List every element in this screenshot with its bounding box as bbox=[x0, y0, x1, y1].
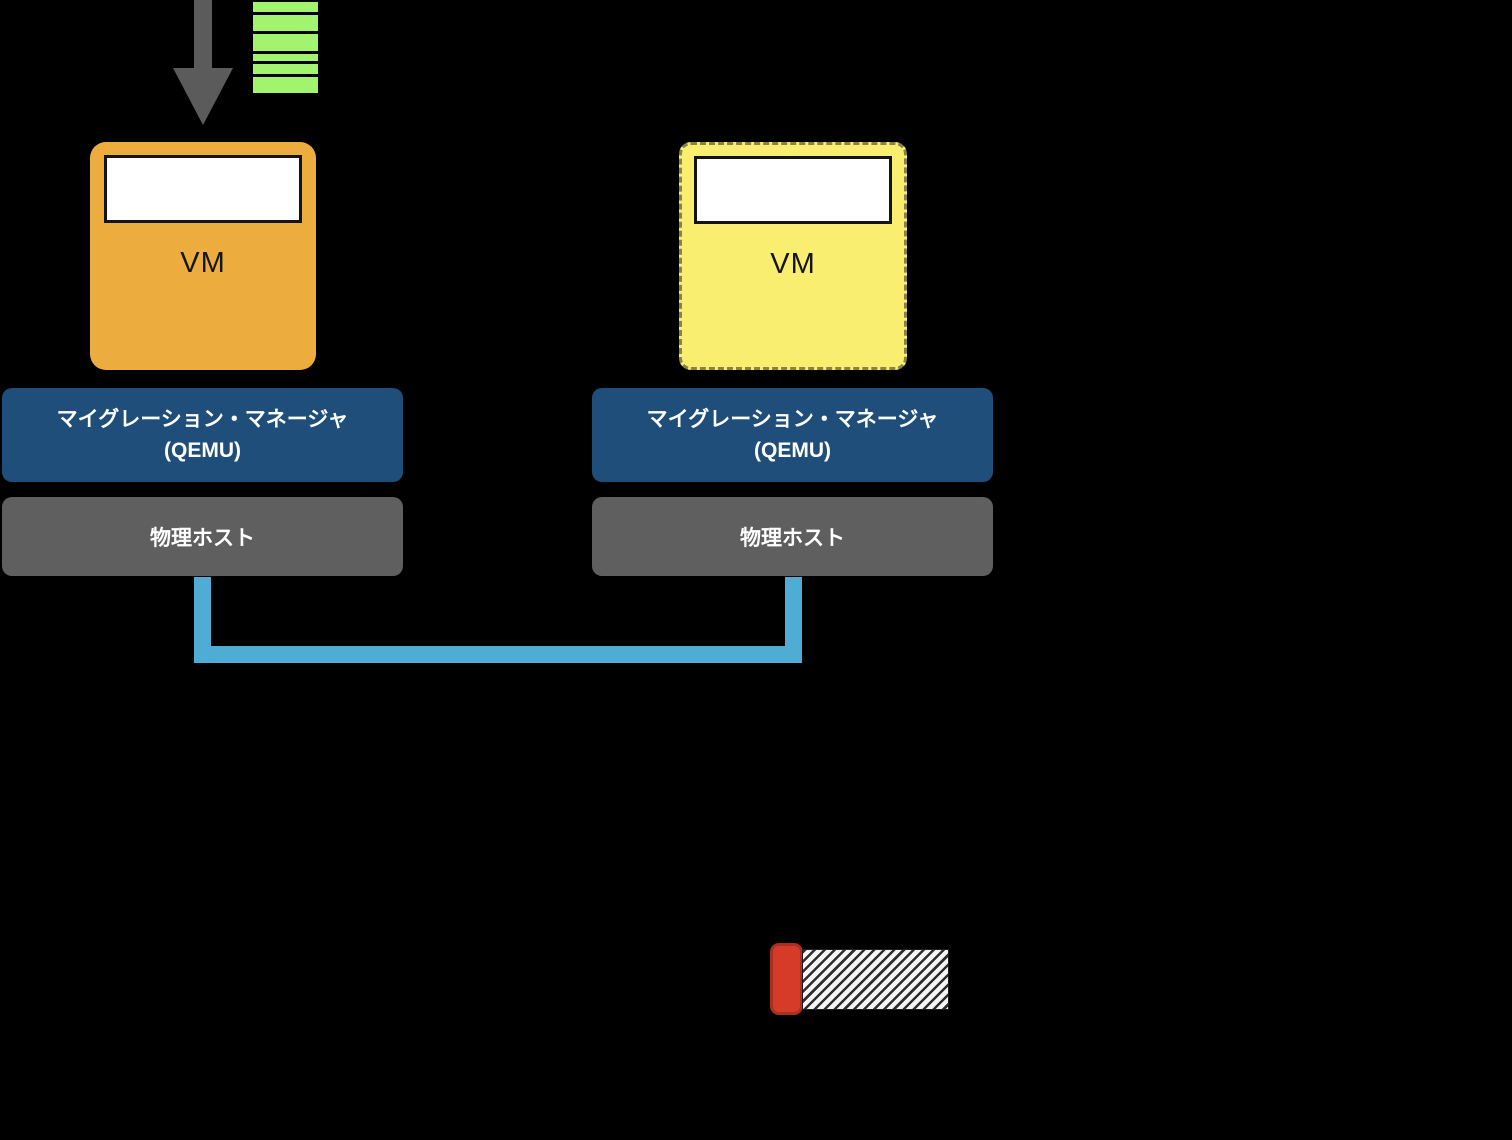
memory-page-bar bbox=[253, 2, 318, 12]
source-migration-manager-box: マイグレーション・マネージャ (QEMU) bbox=[2, 388, 403, 482]
memory-page-bar bbox=[253, 77, 318, 93]
destination-vm-box: VM bbox=[679, 142, 907, 370]
down-arrow-icon bbox=[194, 0, 212, 70]
destination-migration-manager-box: マイグレーション・マネージャ (QEMU) bbox=[592, 388, 993, 482]
memory-page-bar bbox=[253, 34, 318, 51]
memory-page-bar bbox=[253, 54, 318, 61]
memory-page-bar bbox=[253, 64, 318, 74]
source-physical-host-box: 物理ホスト bbox=[2, 497, 403, 576]
network-link-connector bbox=[194, 577, 802, 663]
destination-migration-manager-line1: マイグレーション・マネージャ bbox=[646, 408, 939, 431]
progress-transferred-block bbox=[770, 943, 803, 1015]
destination-vm-screen bbox=[694, 156, 892, 224]
destination-migration-manager-line2: (QEMU) bbox=[754, 439, 831, 462]
memory-pages-stack-icon bbox=[253, 2, 318, 93]
source-vm-box: VM bbox=[90, 142, 316, 370]
source-physical-host-label: 物理ホスト bbox=[150, 526, 255, 550]
destination-vm-label: VM bbox=[770, 248, 816, 280]
destination-physical-host-box: 物理ホスト bbox=[592, 497, 993, 576]
source-vm-label: VM bbox=[180, 247, 226, 279]
down-arrow-head-icon bbox=[173, 68, 233, 125]
source-migration-manager-line2: (QEMU) bbox=[164, 439, 241, 462]
memory-page-bar bbox=[253, 15, 318, 31]
source-vm-screen bbox=[104, 155, 302, 223]
destination-physical-host-label: 物理ホスト bbox=[740, 526, 845, 550]
progress-remaining-hatched-block bbox=[802, 949, 949, 1010]
source-migration-manager-line1: マイグレーション・マネージャ bbox=[56, 408, 349, 431]
